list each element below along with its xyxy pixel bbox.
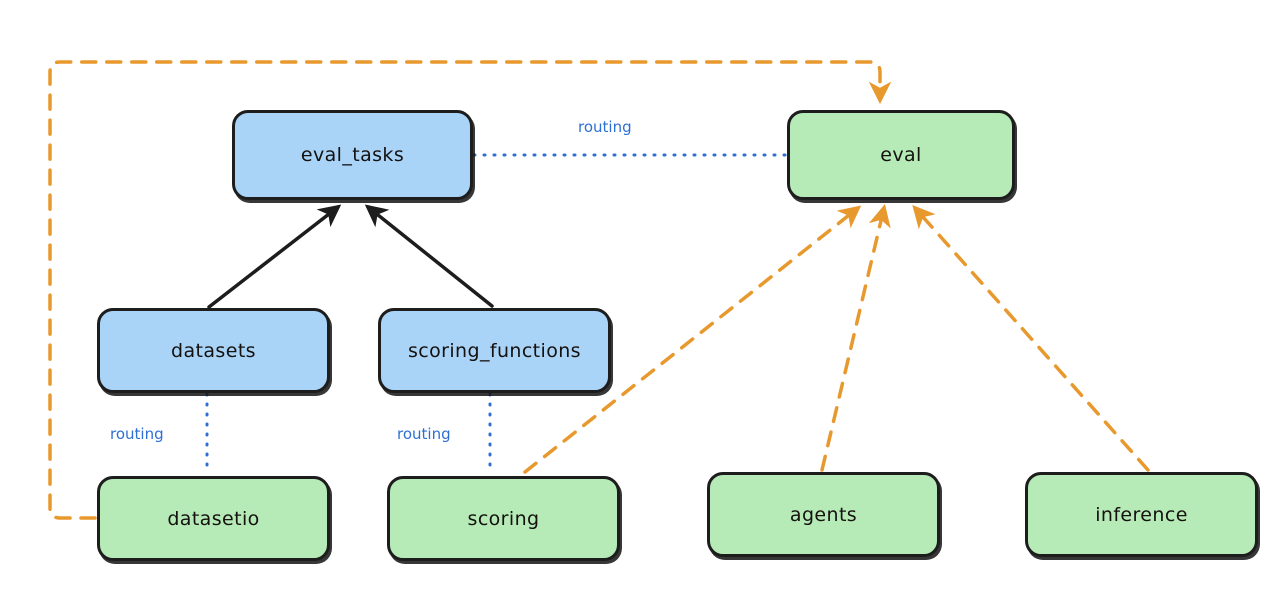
node-eval[interactable]: eval [787,110,1015,200]
node-datasets-label: datasets [171,339,256,362]
node-agents[interactable]: agents [707,472,940,557]
node-scoring_functions-label: scoring_functions [408,339,581,362]
edge-label-routing-datasets-datasetio: routing [110,425,164,443]
node-datasetio-label: datasetio [167,507,260,530]
node-eval-label: eval [880,144,922,166]
node-eval_tasks-label: eval_tasks [300,144,405,166]
node-scoring[interactable]: scoring [387,476,620,561]
edge-datasets-to-eval_tasks [207,204,342,309]
edge-label-routing-scoring_functions-scoring: routing [397,425,451,443]
node-eval_tasks[interactable]: eval_tasks [232,110,473,200]
edge-agents-to-eval [820,204,891,472]
node-datasets[interactable]: datasets [97,308,330,393]
node-inference-label: inference [1095,503,1188,526]
edge-label-routing-eval_tasks-eval: routing [578,118,632,136]
node-datasetio[interactable]: datasetio [97,476,330,561]
edge-scoring_functions-to-eval_tasks [364,204,494,308]
node-scoring_functions[interactable]: scoring_functions [378,308,611,393]
node-inference[interactable]: inference [1025,472,1258,557]
node-scoring-label: scoring [467,507,540,530]
edge-inference-to-eval [912,204,1150,472]
node-agents-label: agents [789,503,858,526]
